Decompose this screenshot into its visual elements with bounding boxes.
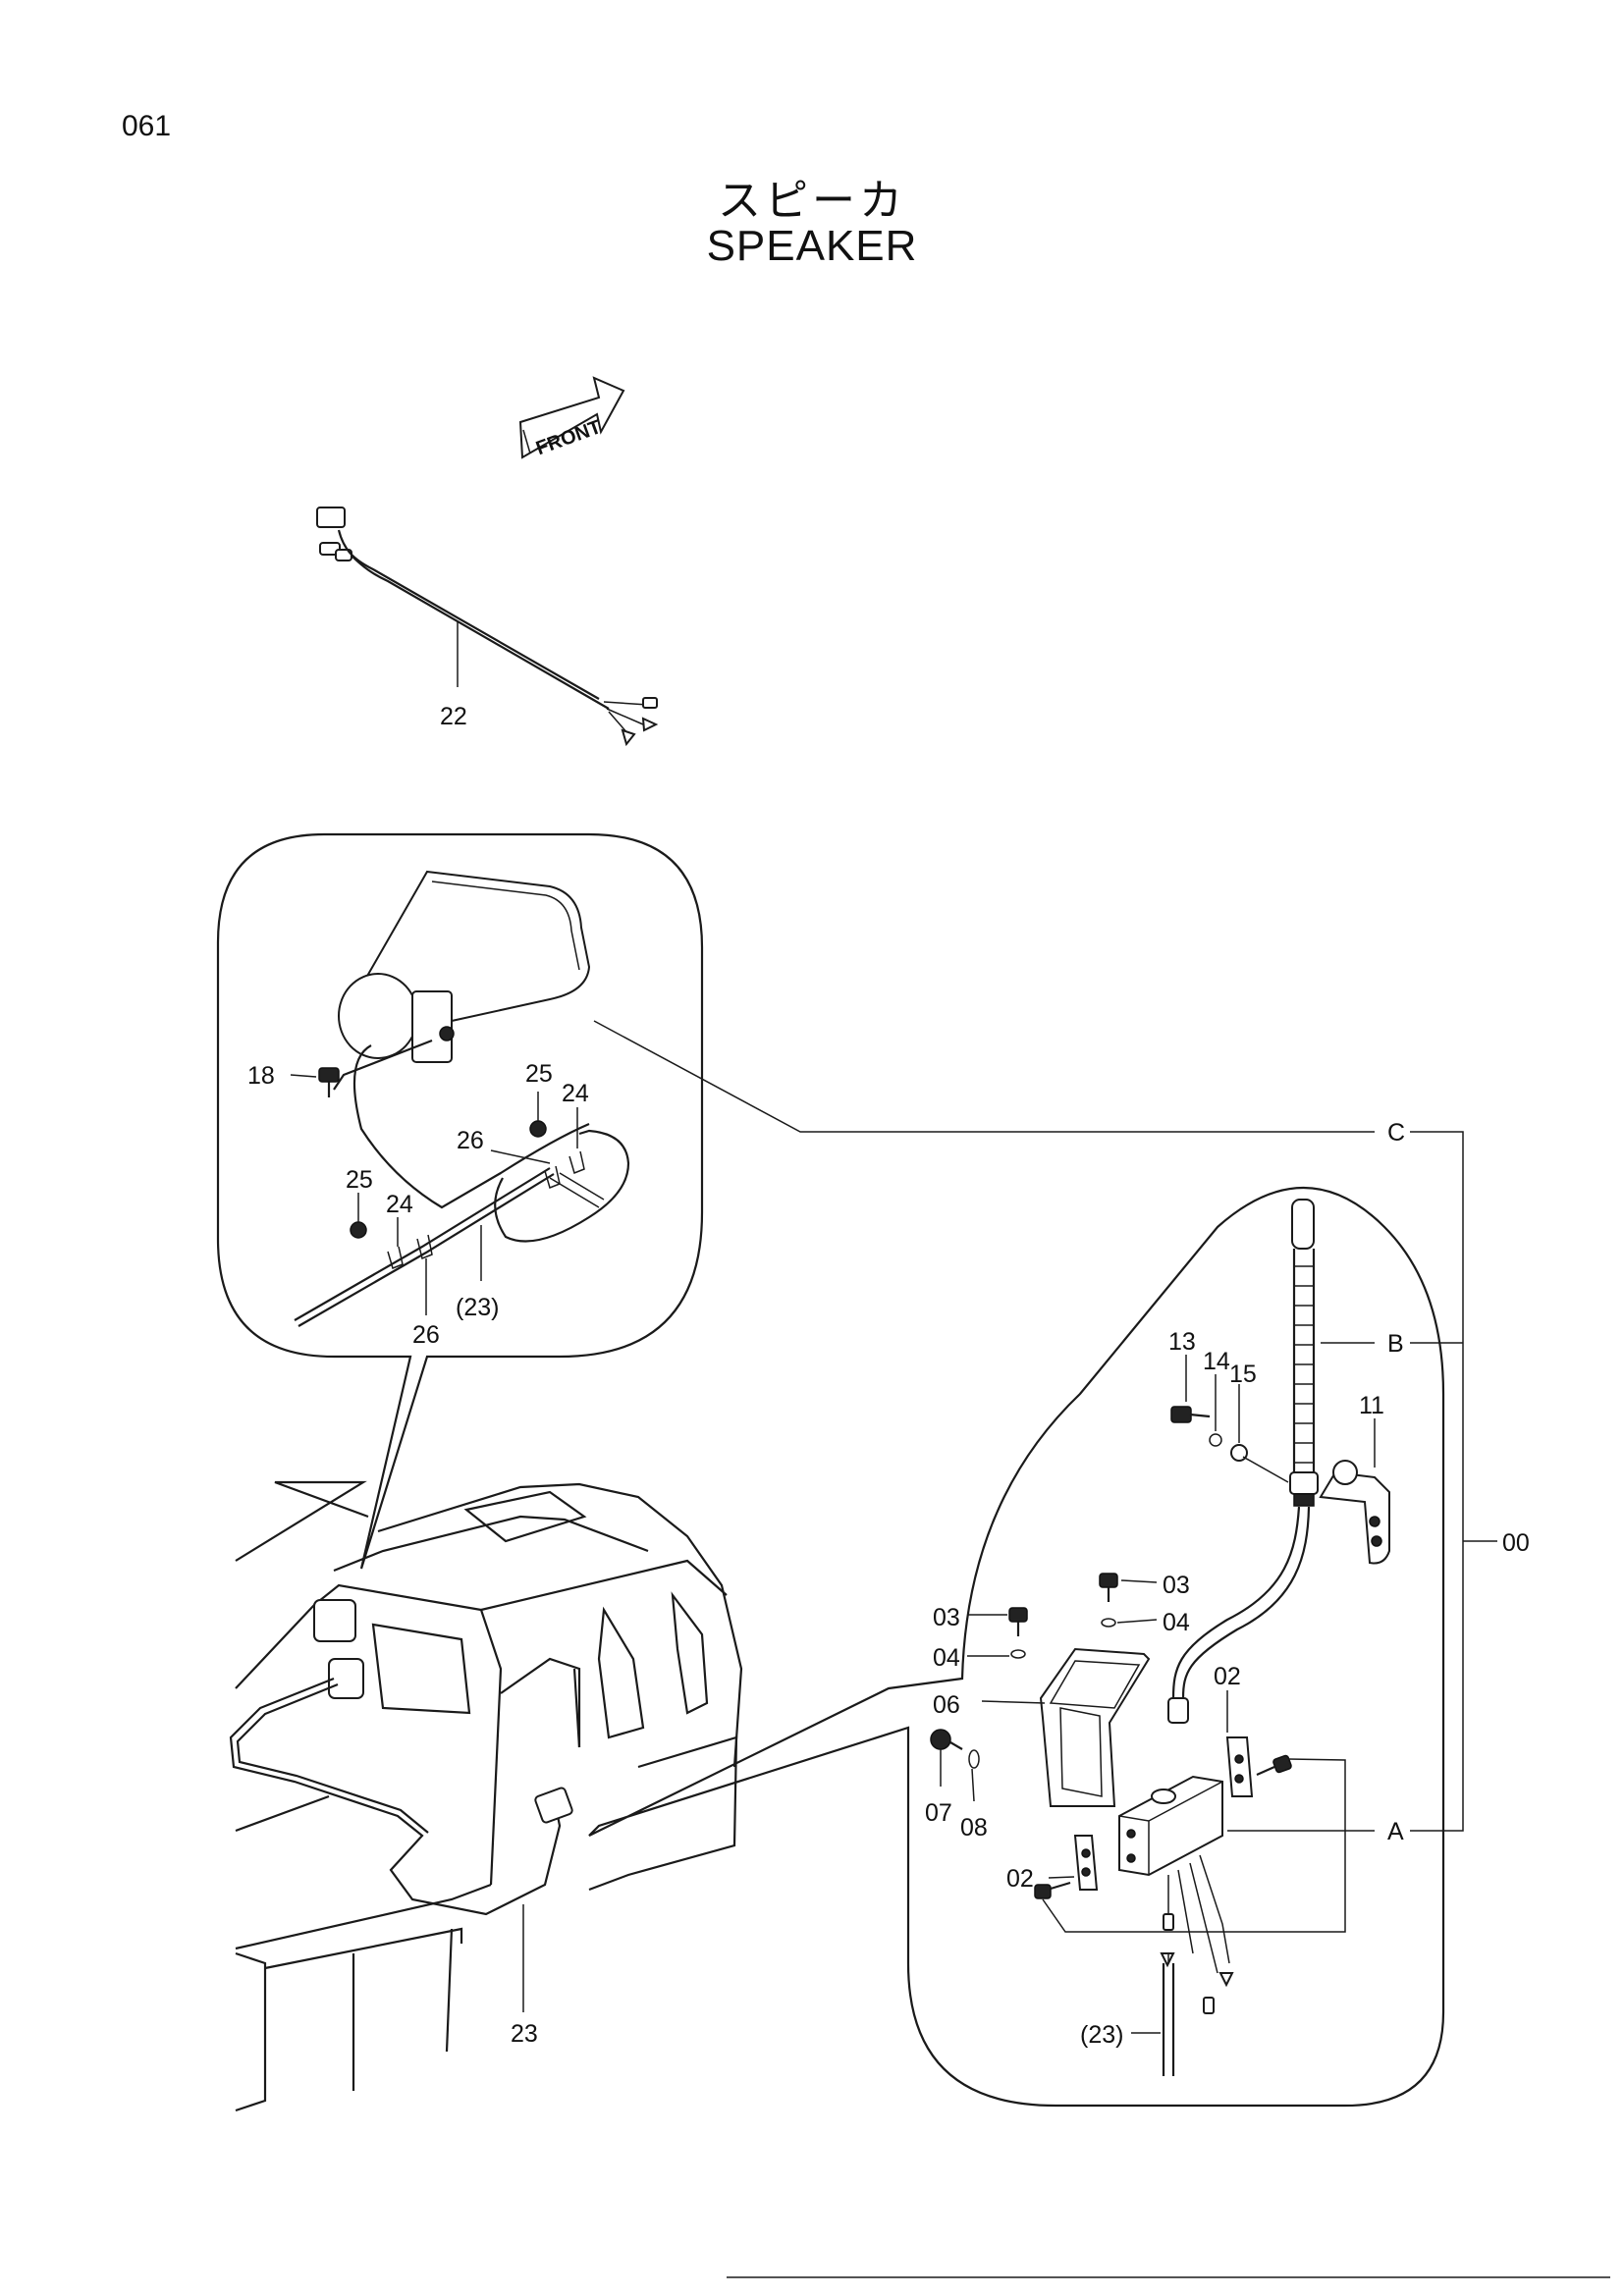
callout-02-right: 02 bbox=[1214, 1663, 1241, 1690]
callout-07: 07 bbox=[925, 1799, 952, 1827]
callout-11: 11 bbox=[1359, 1392, 1384, 1419]
callout-03-left: 03 bbox=[933, 1604, 960, 1631]
callout-23-detail: (23) bbox=[456, 1294, 499, 1321]
callout-25-lower: 25 bbox=[346, 1166, 373, 1194]
callout-25-upper: 25 bbox=[525, 1060, 553, 1088]
callout-18: 18 bbox=[247, 1062, 275, 1090]
callout-C: C bbox=[1387, 1119, 1405, 1147]
callout-26-lower: 26 bbox=[412, 1321, 440, 1349]
callout-13: 13 bbox=[1168, 1328, 1196, 1356]
radio-detail-bubble bbox=[588, 1131, 1497, 2108]
callout-08: 08 bbox=[960, 1814, 988, 1842]
title-english: SPEAKER bbox=[706, 222, 918, 270]
callout-04-left: 04 bbox=[933, 1644, 960, 1672]
callout-26-upper: 26 bbox=[457, 1127, 484, 1154]
callout-03-right: 03 bbox=[1163, 1572, 1190, 1599]
page-number: 061 bbox=[122, 110, 172, 142]
callout-00: 00 bbox=[1502, 1529, 1530, 1557]
callout-14: 14 bbox=[1203, 1348, 1230, 1375]
front-arrow-icon: FRONT bbox=[518, 376, 625, 459]
callout-23-cab: 23 bbox=[511, 2020, 538, 2048]
callout-B: B bbox=[1387, 1330, 1404, 1358]
title-japanese: スピーカ bbox=[718, 176, 906, 226]
cab-illustration bbox=[229, 1480, 743, 2112]
callout-24-upper: 24 bbox=[562, 1080, 589, 1107]
callout-02-left: 02 bbox=[1006, 1865, 1034, 1893]
callout-24-lower: 24 bbox=[386, 1191, 413, 1218]
callout-04-right: 04 bbox=[1163, 1609, 1190, 1636]
callout-22: 22 bbox=[440, 703, 467, 730]
speaker-detail-bubble bbox=[216, 832, 704, 1570]
callout-06: 06 bbox=[933, 1691, 960, 1719]
callout-15: 15 bbox=[1229, 1361, 1257, 1388]
leader-C bbox=[593, 1020, 1375, 1133]
callout-A: A bbox=[1387, 1818, 1404, 1845]
wire-harness-22 bbox=[316, 507, 659, 747]
callout-23-radio: (23) bbox=[1080, 2021, 1123, 2049]
